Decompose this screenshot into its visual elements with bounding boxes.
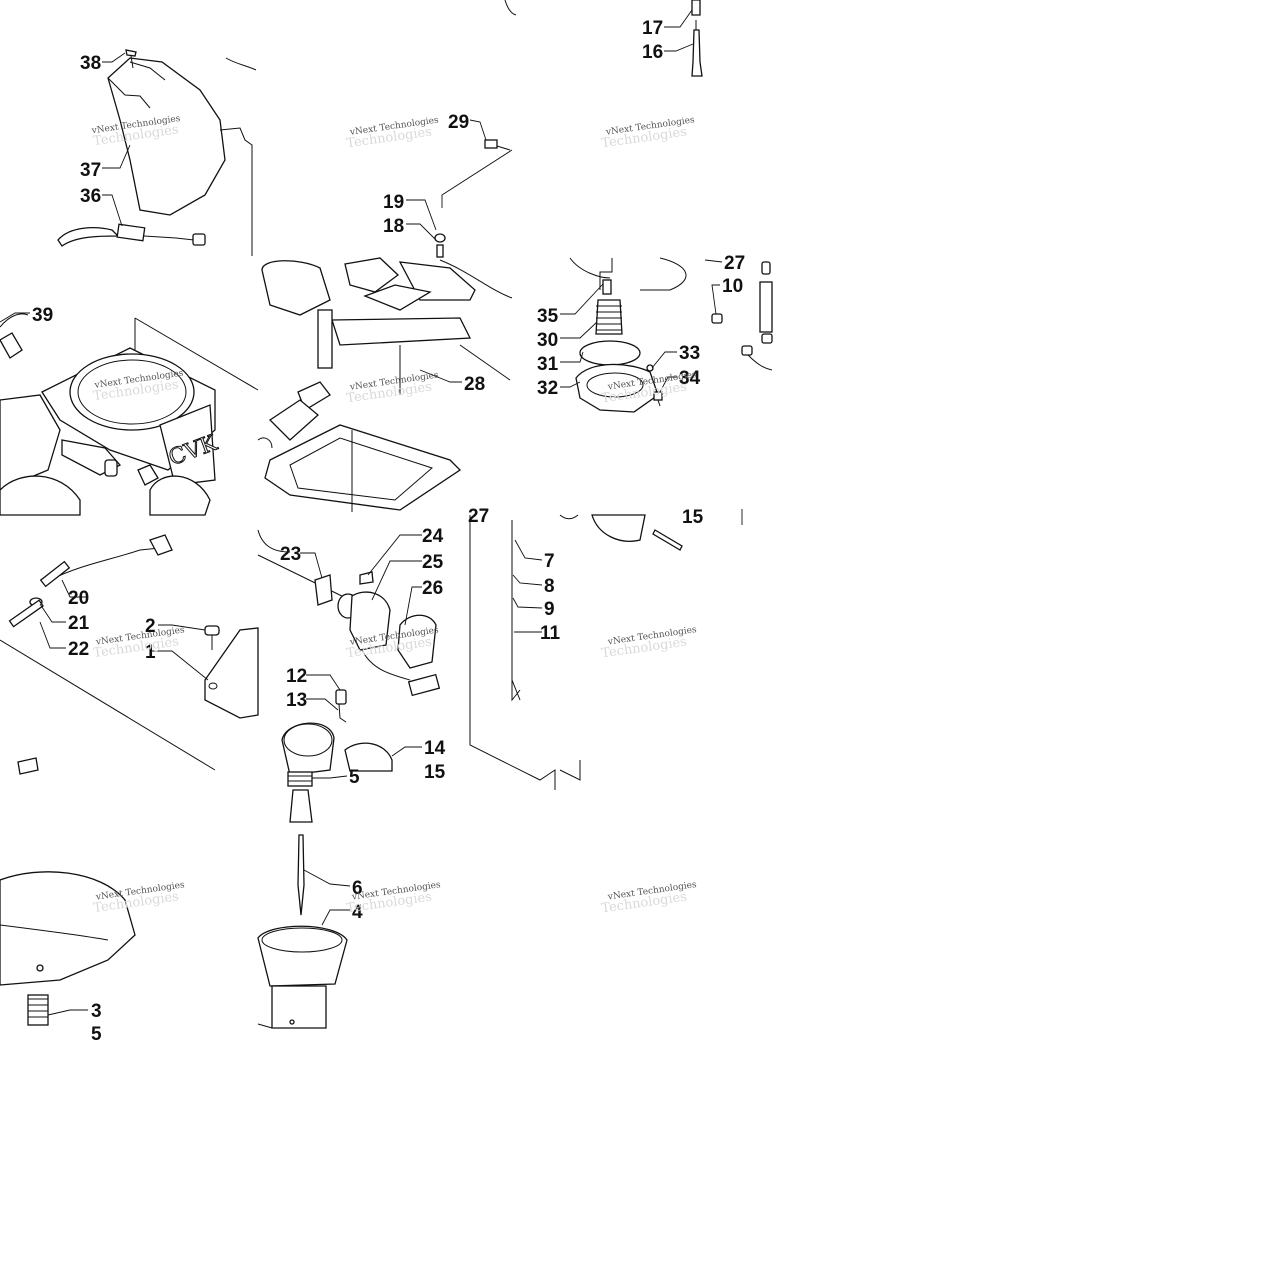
- piston-assembly: [257, 689, 393, 1029]
- callout-5-bottom: 5: [91, 1024, 102, 1045]
- callout-6: 6: [352, 878, 363, 899]
- callout-16: 16: [642, 42, 663, 63]
- callout-15-bottom: 15: [424, 762, 446, 783]
- screw-29: [441, 139, 513, 208]
- callout-3: 3: [91, 1001, 102, 1022]
- callout-10: 10: [722, 276, 743, 297]
- callout-15-top: 15: [682, 507, 704, 528]
- callout-5-mid: 5: [349, 767, 360, 788]
- callout-8: 8: [544, 576, 555, 597]
- leader-lines: [0, 9, 743, 1016]
- callout-19: 19: [383, 192, 404, 213]
- callout-28: 28: [464, 374, 485, 395]
- callout-34: 34: [679, 368, 701, 389]
- callout-13: 13: [286, 690, 307, 711]
- callout-29: 29: [448, 112, 469, 133]
- callout-9: 9: [544, 599, 555, 620]
- needle-16-17: [504, 0, 703, 77]
- callout-22: 22: [68, 639, 89, 660]
- callout-23: 23: [280, 544, 301, 565]
- callout-labels: 38 37 36 17 16 29 19 18 27 10 35 30 31 3…: [32, 18, 745, 1045]
- slide-15: [559, 514, 683, 551]
- callout-26: 26: [422, 578, 443, 599]
- callout-36: 36: [80, 186, 101, 207]
- callout-27-top: 27: [724, 253, 745, 274]
- float-bowl: [257, 257, 513, 512]
- callout-1: 1: [145, 642, 156, 663]
- choke-cable-20: [8, 534, 173, 628]
- callout-18: 18: [383, 216, 404, 237]
- screw-38: [125, 49, 137, 69]
- callout-39: 39: [32, 305, 53, 326]
- spring-3-cap: [0, 757, 136, 1026]
- o-ring-18: [434, 233, 446, 258]
- callout-20: 20: [68, 588, 89, 609]
- callout-37: 37: [80, 160, 101, 181]
- carburetor-body: CVK: [0, 313, 259, 516]
- air-duct-cover: [107, 57, 257, 256]
- frame-lines-27: [469, 515, 581, 790]
- callout-2: 2: [145, 616, 156, 637]
- callout-38: 38: [80, 53, 101, 74]
- sensor-23-26: [257, 529, 441, 697]
- callout-32: 32: [537, 378, 558, 399]
- callout-14: 14: [424, 738, 446, 759]
- callout-7: 7: [544, 551, 555, 572]
- callout-31: 31: [537, 354, 559, 375]
- callout-17: 17: [642, 18, 663, 39]
- cable-36: [57, 223, 206, 247]
- callout-21: 21: [68, 613, 90, 634]
- jet-parts-10: [711, 261, 773, 371]
- callout-4: 4: [352, 902, 363, 923]
- callout-12: 12: [286, 666, 307, 687]
- callout-25: 25: [422, 552, 444, 573]
- callout-27-mid: 27: [468, 506, 489, 527]
- callout-30: 30: [537, 330, 558, 351]
- diaphragm-assembly: [569, 257, 687, 413]
- bracket-1: [0, 625, 259, 771]
- callout-11: 11: [540, 623, 561, 644]
- callout-24: 24: [422, 526, 444, 547]
- callout-35: 35: [537, 306, 559, 327]
- callout-33: 33: [679, 343, 700, 364]
